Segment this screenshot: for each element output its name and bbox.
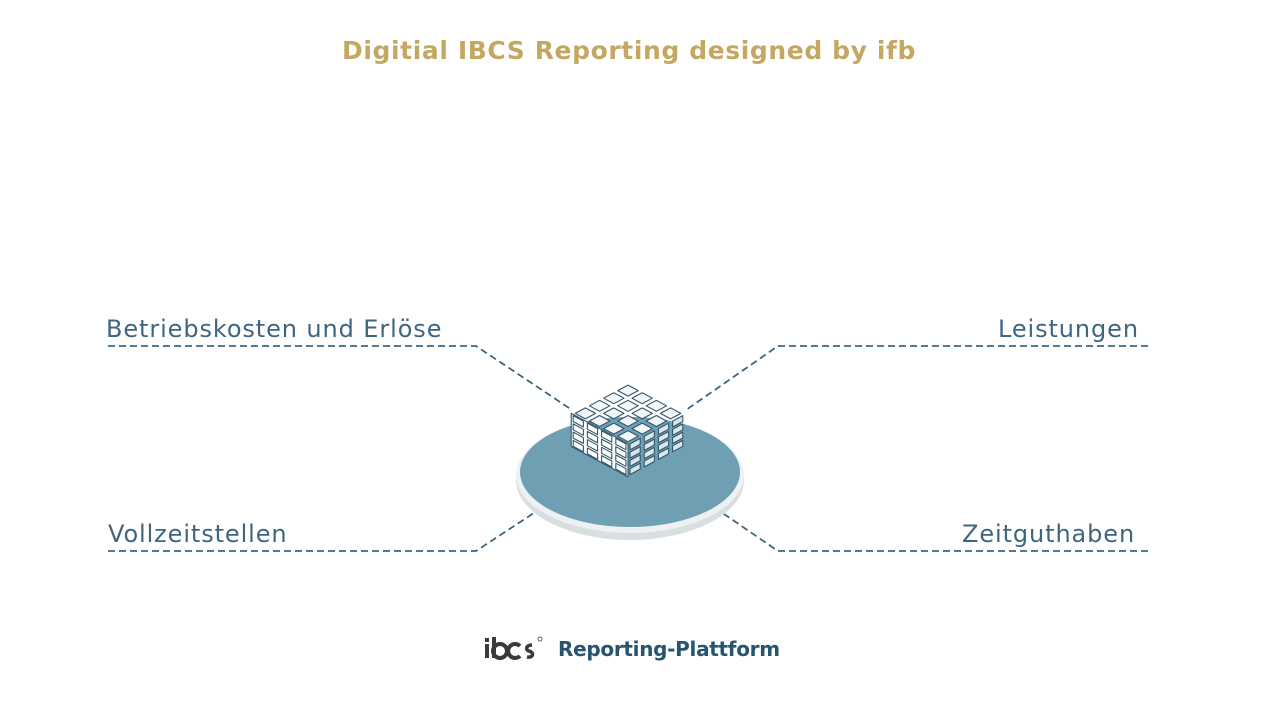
connector-top-right [685,345,1148,411]
ibcs-logo-icon [485,636,543,660]
page-title: Digitial IBCS Reporting designed by ifb [341,36,917,65]
connector-top-left [108,345,573,411]
footer-text: Reporting-Plattform [558,637,780,661]
label-vollzeitstellen: Vollzeitstellen [108,520,288,548]
label-zeitguthaben: Zeitguthaben [962,520,1136,548]
label-leistungen: Leistungen [998,315,1139,343]
label-betriebskosten: Betriebskosten und Erlöse [106,315,443,343]
footer-brand: Reporting-Plattform [484,632,780,666]
data-cube-icon [570,384,684,478]
